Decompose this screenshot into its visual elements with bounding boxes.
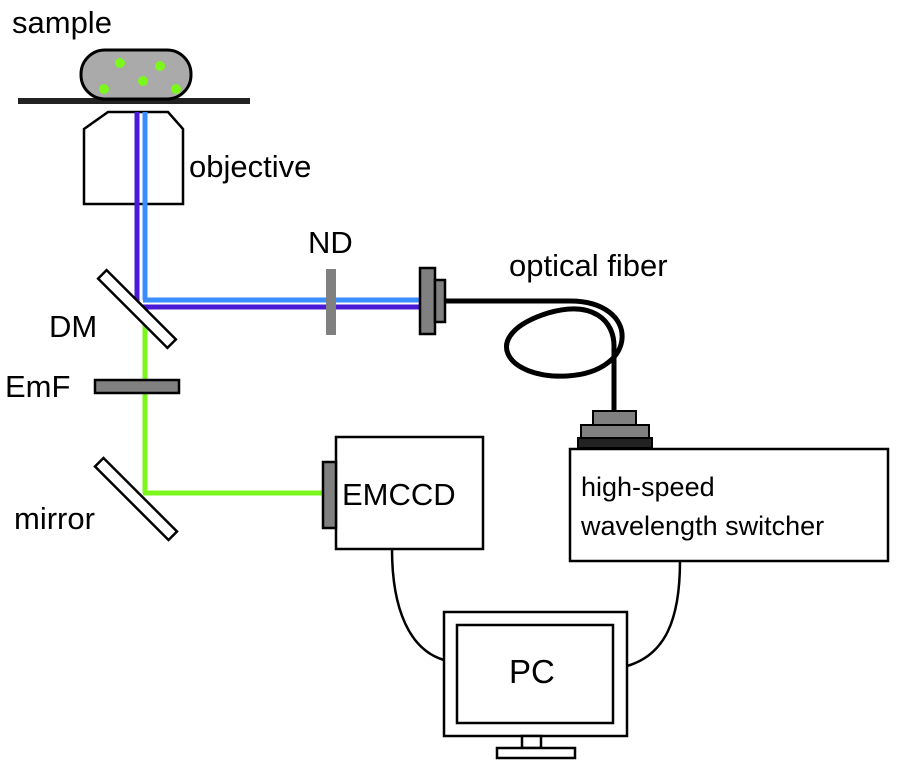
fluorescent-dot bbox=[155, 61, 165, 71]
label-nd: ND bbox=[308, 225, 353, 260]
switcher-fiber-connector bbox=[577, 410, 653, 449]
fiber-coupler bbox=[418, 266, 447, 336]
label-emf: EmF bbox=[5, 369, 70, 404]
optical-fiber bbox=[445, 298, 625, 410]
label-switcher-line2: wavelength switcher bbox=[580, 511, 824, 541]
label-dm: DM bbox=[49, 309, 97, 344]
label-switcher-line1: high-speed bbox=[581, 472, 715, 502]
label-optical-fiber: optical fiber bbox=[509, 248, 668, 283]
beam-paths bbox=[134, 112, 421, 496]
fluorescent-dot bbox=[99, 84, 109, 94]
pc-monitor-stand-neck bbox=[520, 734, 543, 750]
pc-monitor-stand-base bbox=[495, 746, 577, 760]
emission-filter bbox=[93, 378, 181, 395]
switcher-to-pc-cable bbox=[626, 560, 682, 668]
pc-monitor bbox=[442, 610, 629, 760]
nd-filter bbox=[326, 269, 336, 335]
objective-lens bbox=[82, 110, 185, 206]
fluorescent-dot bbox=[115, 58, 125, 68]
label-objective: objective bbox=[189, 149, 311, 184]
emccd-camera-body bbox=[334, 435, 485, 551]
wavelength-switcher-box bbox=[568, 447, 890, 563]
label-mirror: mirror bbox=[14, 501, 95, 536]
emccd-camera-window bbox=[321, 460, 338, 530]
fluorescent-dot bbox=[138, 76, 148, 86]
fluorescent-dot bbox=[171, 84, 181, 94]
label-pc: PC bbox=[509, 653, 555, 690]
sample-capsule bbox=[79, 48, 193, 101]
label-emccd: EMCCD bbox=[342, 477, 456, 512]
label-sample: sample bbox=[12, 5, 112, 40]
emccd-to-pc-cable bbox=[390, 548, 445, 662]
fold-mirror bbox=[93, 456, 179, 542]
dichroic-mirror bbox=[96, 268, 178, 350]
